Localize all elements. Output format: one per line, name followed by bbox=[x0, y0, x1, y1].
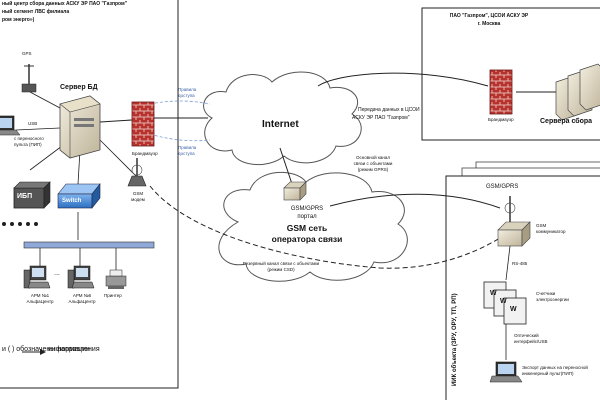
gps-antenna-icon bbox=[21, 64, 37, 93]
legend-text-3: информации bbox=[48, 346, 90, 353]
moscow-firewall-icon bbox=[489, 69, 513, 115]
internet-label: Internet bbox=[262, 119, 299, 130]
gsm-modem-label-1: GSM bbox=[132, 191, 144, 196]
ellipsis: ... bbox=[54, 270, 60, 277]
db-server-icon bbox=[59, 95, 101, 159]
main-channel-note-1: Основной канал bbox=[355, 155, 391, 160]
reserve-note-2: (режим CSD) bbox=[267, 267, 295, 272]
legend-arrowhead bbox=[40, 349, 46, 355]
gsm-portal-icon bbox=[283, 181, 307, 201]
line-laptop-server bbox=[15, 127, 61, 131]
line-modem-server bbox=[99, 139, 137, 177]
line-reserve-channel bbox=[149, 185, 501, 269]
line-communicator-meters bbox=[505, 245, 511, 281]
access-rules-1-line-2: доступа bbox=[178, 93, 195, 98]
armN-label-2: АльфаЦентр bbox=[68, 299, 96, 304]
access-rules-2-line-2: доступа bbox=[178, 151, 195, 156]
laptop-icon bbox=[0, 115, 21, 136]
internet-cloud bbox=[203, 71, 362, 166]
meters-icon bbox=[483, 281, 527, 325]
line-internet-moscow bbox=[317, 72, 489, 87]
meter-letter-2: W bbox=[500, 298, 507, 305]
interface-label-1: Оптический bbox=[514, 333, 539, 338]
lan-bus bbox=[23, 241, 155, 249]
switch-icon bbox=[57, 183, 101, 209]
moscow-title-1: ПАО "Газпром", ЦСОИ АСКУ ЭР bbox=[449, 13, 529, 19]
rs485-label: RS-485 bbox=[512, 261, 528, 266]
arm1-label-2: АльфаЦентр bbox=[26, 299, 54, 304]
sockets-row bbox=[2, 222, 38, 226]
gsm-net-label-2: оператора связи bbox=[271, 234, 343, 244]
armN-workstation-icon bbox=[67, 265, 95, 289]
gsm-communicator-icon bbox=[497, 196, 531, 247]
firewall-icon bbox=[131, 101, 155, 147]
transfer-note-2: АСКУ ЭР ПАО "Газпром" bbox=[352, 115, 410, 121]
moscow-firewall-label: Брандмауэр bbox=[488, 117, 514, 122]
gsm-net-label-1: GSM сеть bbox=[286, 223, 328, 233]
access-rules-2-line-1: Правила bbox=[178, 145, 197, 150]
arm1-label-1: АРМ №1 bbox=[30, 293, 50, 298]
transfer-note-1: Передача данных в ЦСОИ bbox=[358, 107, 420, 113]
line-main-channel bbox=[329, 193, 501, 209]
interface-label-2: интерфейс/USB bbox=[514, 339, 548, 344]
moscow-servers-icon bbox=[555, 63, 600, 121]
ups-icon bbox=[13, 181, 51, 209]
export-note-2: инженерный пульт(ПИП) bbox=[522, 371, 574, 376]
export-note-1: Экспорт данных на переносной bbox=[522, 365, 588, 370]
access-rules-1-line-1: Правила bbox=[178, 87, 197, 92]
ups-label: ИБП bbox=[17, 193, 33, 200]
portal-label-1: GSM/GPRS bbox=[290, 206, 324, 212]
object-vertical-title: ИИК объекта (ЗРУ, ОРУ, ТП, РП) bbox=[452, 293, 458, 386]
line-gps-server bbox=[29, 91, 61, 109]
object-laptop-icon bbox=[489, 361, 523, 383]
switch-label: Switch bbox=[62, 198, 82, 204]
line-access-rules-1 bbox=[149, 100, 211, 105]
gsm-modem-icon bbox=[127, 158, 147, 187]
gps-label: GPS bbox=[22, 51, 32, 56]
meters-label-1: Счетчики bbox=[536, 291, 556, 296]
left-title-line-3: ром энерго») bbox=[2, 17, 35, 23]
line-server-ups bbox=[29, 145, 63, 171]
reserve-note-1: Резервный канал связи с объектами bbox=[242, 261, 320, 266]
armN-label-1: АРМ №6 bbox=[72, 293, 92, 298]
meter-letter-1: W bbox=[490, 290, 497, 297]
legend-text-1: и ( bbox=[2, 346, 11, 353]
main-channel-note-3: (режим GPRS) bbox=[357, 167, 389, 172]
arm1-workstation-icon bbox=[23, 265, 51, 289]
communicator-label-2: коммуникатор bbox=[536, 229, 566, 234]
port-note-1: с переносного bbox=[14, 136, 44, 141]
object-gsm-gprs-label: GSM/GPRS bbox=[486, 184, 519, 190]
moscow-title-2: г. Москва bbox=[477, 21, 501, 27]
usb-label: USB bbox=[28, 121, 38, 126]
main-channel-note-2: связи с объектами bbox=[353, 161, 393, 166]
server-label: Сервер БД bbox=[60, 84, 98, 91]
port-note-2: пульта (ПИП) bbox=[14, 142, 42, 147]
communicator-label-1: GSM bbox=[536, 223, 547, 228]
legend-text-2: ) обозначены направления bbox=[12, 346, 100, 353]
gsm-modem-label-2: модем bbox=[131, 197, 145, 202]
meters-label-2: электроэнергии bbox=[536, 297, 569, 302]
object-panel-frame bbox=[445, 175, 600, 400]
left-title-line-1: ный центр сбора данных АСКУ ЭР ПАО "Газп… bbox=[2, 1, 128, 7]
line-access-rules-2 bbox=[149, 133, 211, 142]
meter-letter-3: W bbox=[510, 306, 517, 313]
moscow-servers-label: Сервера сбора bbox=[540, 118, 593, 125]
portal-label-2: портал bbox=[297, 214, 317, 220]
line-server-firewall bbox=[99, 119, 133, 123]
left-title-line-2: ный сегмент ЛВС филиала bbox=[2, 9, 70, 15]
firewall-label: Брандмауэр bbox=[132, 151, 158, 156]
printer-icon bbox=[105, 269, 127, 289]
printer-label: Принтер bbox=[104, 293, 122, 298]
